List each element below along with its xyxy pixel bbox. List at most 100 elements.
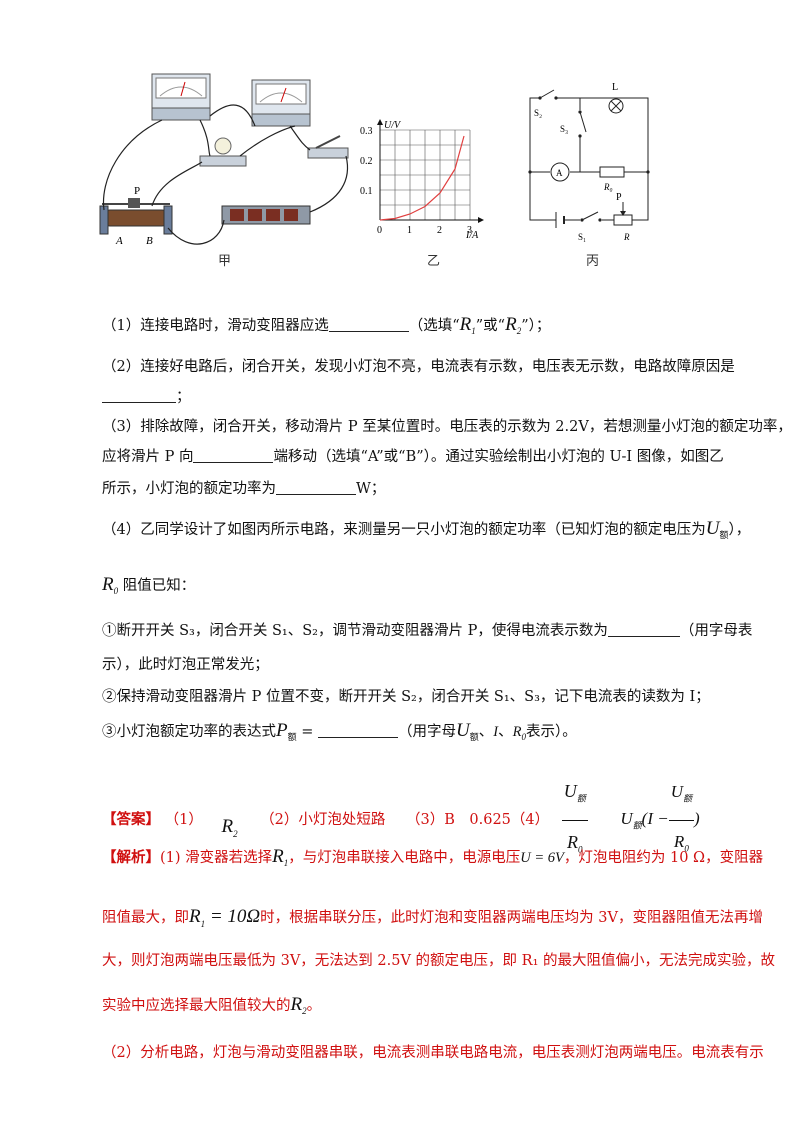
label-s3: S₃ (560, 124, 568, 134)
step-1-line1: ①断开开关 S₃，闭合开关 S₁、S₂，调节滑动变阻器滑片 P，使得电流表示数为… (102, 620, 752, 642)
f2-u-sub: 额 (632, 820, 642, 831)
analysis-line3: 大，则灯泡两端电压最低为 3V，无法达到 2.5V 的额定电压，即 R₁ 的最大… (102, 953, 776, 969)
meter-right (251, 79, 311, 127)
q1-text-a: （1）连接电路时，滑动变阻器应选 (102, 318, 329, 334)
step1-text-a: ①断开开关 S₃，闭合开关 S₁、S₂，调节滑动变阻器滑片 P，使得电流表示数为 (102, 623, 608, 639)
step-2: ②保持滑动变阻器滑片 P 位置不变，断开开关 S₂，闭合开关 S₁、S₃，记下电… (102, 689, 710, 705)
step1-blank (607, 620, 680, 637)
knife-switch (307, 135, 349, 159)
q4-r0: R (102, 574, 114, 595)
x-axis-label: I/A (465, 230, 479, 241)
schematic-wires (529, 97, 649, 221)
label-a: A (115, 235, 123, 247)
switch-s3 (578, 110, 587, 138)
step3-r: R (512, 724, 522, 740)
analysis-p2-tail: = 10Ω (205, 906, 261, 927)
graph-curve (379, 135, 465, 221)
analysis-p1-r-sub: 1 (283, 857, 289, 868)
f1-num: U (563, 781, 577, 801)
analysis-line2: 阻值最大，即R1 = 10Ω时，根据串联分压，此时灯泡和变阻器两端电压均为 3V… (102, 906, 763, 935)
lamp-l (608, 98, 624, 114)
y-tick-label: 0.3 (360, 126, 373, 137)
step3-p: P (276, 720, 288, 741)
battery-bing (555, 212, 568, 228)
y-tick-label: 0.1 (360, 186, 373, 197)
step3-u-sub: 额 (469, 732, 479, 743)
analysis-tag: 【解析】 (102, 849, 160, 866)
step3-eq: = (301, 724, 314, 740)
question-4-line2: R0 阻值已知： (102, 574, 195, 602)
f1-den-sub: 0 (578, 844, 583, 855)
circuit-jia-figure: P A B (99, 73, 349, 247)
analysis-p1-a: (1) 滑变器若选择 (160, 850, 273, 866)
step3-p-sub: 额 (287, 732, 297, 743)
answer-tag: 【答案】 (102, 811, 160, 829)
step3-text-a: ③小灯泡额定功率的表达式 (102, 724, 276, 740)
answer-fraction-1: U额 R0 (561, 770, 588, 870)
y-axis-label: U/V (384, 120, 402, 131)
analysis-p1-r: R (272, 846, 284, 867)
q4-text-a: （4）乙同学设计了如图丙所示电路，来测量另一只小灯泡的额定功率（已知灯泡的额定电… (102, 522, 706, 538)
f2-num-sub: 额 (683, 793, 693, 804)
q3-text-e: W； (356, 481, 386, 497)
q3-blank-1 (193, 446, 274, 463)
q1-text-b: （选填“ (408, 318, 460, 334)
analysis-p2-b: 时，根据串联分压，此时灯泡和变阻器两端电压均为 3V，变阻器阻值无法再增 (260, 910, 763, 926)
x-tick-label: 2 (437, 225, 442, 236)
label-s2: S₂ (534, 108, 542, 118)
analysis-line1: 【解析】(1) 滑变器若选择R1，与灯泡串联接入电路中，电源电压U = 6V，灯… (102, 846, 763, 874)
f2-close: ) (694, 809, 700, 829)
label-p: P (134, 185, 140, 197)
step3-text-d: 、 (498, 724, 513, 740)
q1-r2: R (505, 314, 517, 335)
analysis-p2-r-sub: 1 (200, 918, 206, 929)
question-3-line1: （3）排除故障，闭合开关，移动滑片 P 至某位置时。电压表的示数为 2.2V，若… (102, 419, 792, 435)
q1-r1: R (459, 314, 472, 335)
step-1-line2: 示），此时灯泡正常发光； (102, 657, 269, 673)
resistor-r0 (599, 166, 625, 178)
analysis-p2-r: R (189, 906, 201, 927)
meter-left (151, 73, 211, 121)
f1-den: R (567, 831, 578, 852)
analysis-p2-expr: R1 = 10Ω (189, 906, 261, 929)
x-tick-label: 0 (377, 225, 382, 236)
analysis-p4-r: R (290, 994, 303, 1015)
sliding-rheostat (99, 198, 173, 235)
wires (102, 104, 348, 245)
rheostat-r (613, 202, 633, 226)
q3-text-c: 端移动（选填“A”或“B”）。通过实验绘制出小灯泡的 U-I 图像，如图乙 (273, 449, 724, 465)
analysis-p1-b: ，与灯泡串联接入电路中，电源电压 (288, 850, 521, 866)
question-2-line2: ； (102, 386, 191, 408)
f2-open: (I − (641, 809, 669, 829)
q3-text-d: 所示，小灯泡的额定功率为 (102, 481, 276, 497)
f1-num-sub: 额 (576, 793, 586, 804)
analysis-line5: （2）分析电路，灯泡与滑动变阻器串联，电流表测串联电路电流，电压表测灯泡两端电压… (102, 1045, 764, 1061)
step3-blank (318, 721, 398, 738)
question-4-line1: （4）乙同学设计了如图丙所示电路，来测量另一只小灯泡的额定功率（已知灯泡的额定电… (102, 518, 750, 547)
graph-axes (377, 119, 484, 223)
q4-text-c: 阻值已知： (122, 578, 196, 594)
q1-text-c: ”或“ (475, 318, 506, 334)
analysis-p2-a: 阻值最大，即 (102, 910, 189, 926)
question-3-line2: 应将滑片 P 向 端移动（选填“A”或“B”）。通过实验绘制出小灯泡的 U-I 图… (102, 446, 724, 468)
step3-u: U (456, 720, 470, 741)
figure-caption-bing: 丙 (586, 254, 600, 269)
q1-blank (328, 315, 409, 332)
q1-r2-sub: 2 (516, 325, 522, 336)
question-1: （1）连接电路时，滑动变阻器应选（选填“R1”或“R2”）； (102, 314, 550, 342)
battery-pack (221, 205, 311, 225)
q3-text-b: 应将滑片 P 向 (102, 449, 194, 465)
step1-text-b: （用字母表 (679, 623, 753, 639)
step-3: ③小灯泡额定功率的表达式P额 = （用字母U额、I、R0表示）。 (102, 720, 577, 749)
step3-text-e: 表示）。 (525, 724, 577, 740)
circuit-bing-schematic: S₂ S₃ L A R₀ S₁ P R (528, 82, 650, 242)
step3-text-b: （用字母 (398, 724, 456, 740)
step3-r-sub: 0 (521, 731, 526, 742)
analysis-p1-c: ，灯泡电阻约为 10 Ω，变阻器 (563, 850, 764, 866)
q4-u: U (705, 518, 720, 539)
ammeter-a (550, 162, 570, 182)
q4-text-b: ）， (728, 522, 751, 538)
